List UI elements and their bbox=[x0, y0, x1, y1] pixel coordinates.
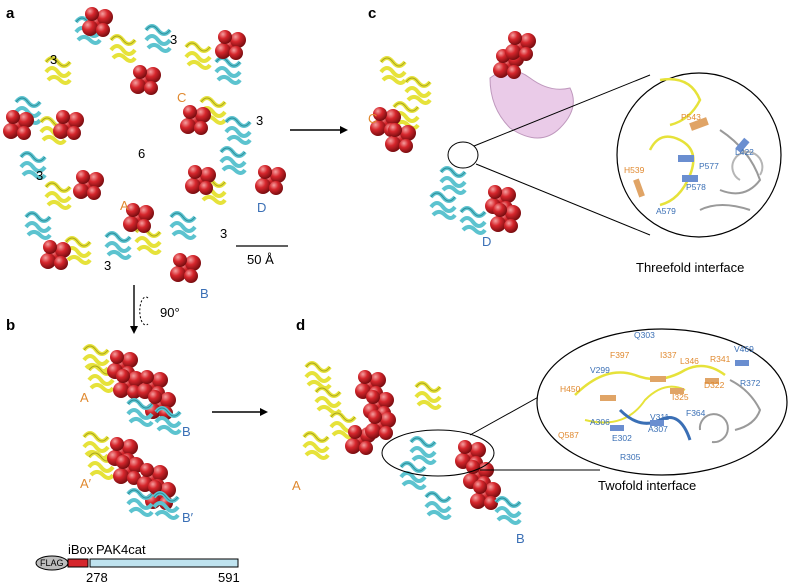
panel-d: d A B bbox=[292, 317, 788, 546]
construct-start: 278 bbox=[86, 570, 108, 585]
residue-r341: R341 bbox=[710, 354, 731, 364]
trimer-structure bbox=[370, 31, 574, 235]
pak4cat-segment bbox=[89, 558, 239, 568]
residue-v299: V299 bbox=[590, 365, 610, 375]
threefold-mark-4: 3 bbox=[36, 168, 43, 183]
chain-a-label-d: A bbox=[292, 478, 301, 493]
pak4cat-label: PAK4cat bbox=[96, 542, 146, 557]
zoom-line-bottom bbox=[475, 163, 651, 236]
chain-b-prime-label: B′ bbox=[182, 510, 194, 525]
chain-c-label: C bbox=[177, 90, 186, 105]
dimer-top bbox=[82, 344, 182, 435]
panel-a-letter: a bbox=[6, 5, 15, 22]
residue-v469: V469 bbox=[734, 344, 754, 354]
panel-b-letter: b bbox=[6, 317, 15, 334]
residue-p577: P577 bbox=[699, 161, 719, 171]
panel-a: a bbox=[3, 5, 348, 334]
ibox-label: iBox bbox=[68, 542, 94, 557]
threefold-caption: Threefold interface bbox=[636, 260, 744, 275]
chain-d-label-c: D bbox=[482, 234, 491, 249]
residue-r305: R305 bbox=[620, 452, 641, 462]
threefold-mark-5: 3 bbox=[220, 226, 227, 241]
dimer-structure bbox=[302, 361, 522, 525]
construct-schematic: FLAG iBox PAK4cat 278 591 bbox=[35, 542, 240, 585]
residue-a579: A579 bbox=[656, 206, 676, 216]
residue-p578: P578 bbox=[686, 182, 706, 192]
residue-h539: H539 bbox=[624, 165, 645, 175]
threefold-mark-2: 3 bbox=[50, 52, 57, 67]
residue-r372: R372 bbox=[740, 378, 761, 388]
chain-c-label-c: C bbox=[368, 111, 377, 126]
chain-b-label-b: B bbox=[182, 424, 191, 439]
residue-l422: L422 bbox=[735, 147, 754, 157]
threefold-mark-3: 3 bbox=[256, 113, 263, 128]
ibox-segment bbox=[67, 558, 89, 568]
chain-a-prime-label: A′ bbox=[80, 476, 92, 491]
threefold-zoom-circle bbox=[616, 72, 782, 238]
chain-b-label: B bbox=[200, 286, 209, 301]
chain-a-label-b: A bbox=[80, 390, 89, 405]
panel-b: b A B A′ B′ FLA bbox=[6, 317, 268, 585]
dimer-bottom bbox=[82, 431, 180, 520]
twofold-highlight-ellipse bbox=[381, 429, 495, 477]
residue-p543: P543 bbox=[681, 112, 701, 122]
hexamer-ring bbox=[3, 7, 286, 283]
panel-d-letter: d bbox=[296, 317, 305, 334]
residue-a306: A306 bbox=[590, 417, 610, 427]
threefold-mark-1: 3 bbox=[170, 32, 177, 47]
threefold-zoom-inset: P543 H539 P577 P578 A579 L422 bbox=[616, 72, 782, 238]
sixfold-axis-label: 6 bbox=[138, 146, 145, 161]
arrow-a-to-c-head bbox=[340, 126, 348, 134]
residue-f364: F364 bbox=[686, 408, 706, 418]
chain-a-label: A bbox=[120, 198, 129, 213]
panel-c: c C D bbox=[368, 5, 782, 275]
residue-h450: H450 bbox=[560, 384, 581, 394]
residue-a307: A307 bbox=[648, 424, 668, 434]
panel-c-letter: c bbox=[368, 5, 376, 22]
construct-end: 591 bbox=[218, 570, 240, 585]
rotation-arc-icon bbox=[139, 296, 149, 326]
residue-i337: I337 bbox=[660, 350, 677, 360]
residue-q587: Q587 bbox=[558, 430, 579, 440]
arrow-b-to-d-head bbox=[260, 408, 268, 416]
rotation-label: 90° bbox=[160, 305, 180, 320]
scale-bar-label: 50 Å bbox=[247, 252, 274, 267]
pink-chain bbox=[489, 70, 574, 139]
chain-b-label-d: B bbox=[516, 531, 525, 546]
residue-e302: E302 bbox=[612, 433, 632, 443]
residue-d322: D322 bbox=[704, 380, 725, 390]
residue-f397: F397 bbox=[610, 350, 630, 360]
zoom-line-top bbox=[473, 74, 651, 147]
arrow-a-to-b-head bbox=[130, 326, 138, 334]
flag-label: FLAG bbox=[40, 558, 64, 568]
twofold-caption: Twofold interface bbox=[598, 478, 696, 493]
residue-q303: Q303 bbox=[634, 330, 655, 340]
threefold-highlight-circle bbox=[447, 141, 479, 169]
twofold-zoom-inset: Q303 F397 I337 L346 R341 V469 H450 V299 … bbox=[536, 328, 788, 476]
residue-i325: I325 bbox=[672, 392, 689, 402]
chain-d-label: D bbox=[257, 200, 266, 215]
threefold-mark-6: 3 bbox=[104, 258, 111, 273]
residue-l346: L346 bbox=[680, 356, 699, 366]
residue-v311: V311 bbox=[650, 412, 669, 422]
